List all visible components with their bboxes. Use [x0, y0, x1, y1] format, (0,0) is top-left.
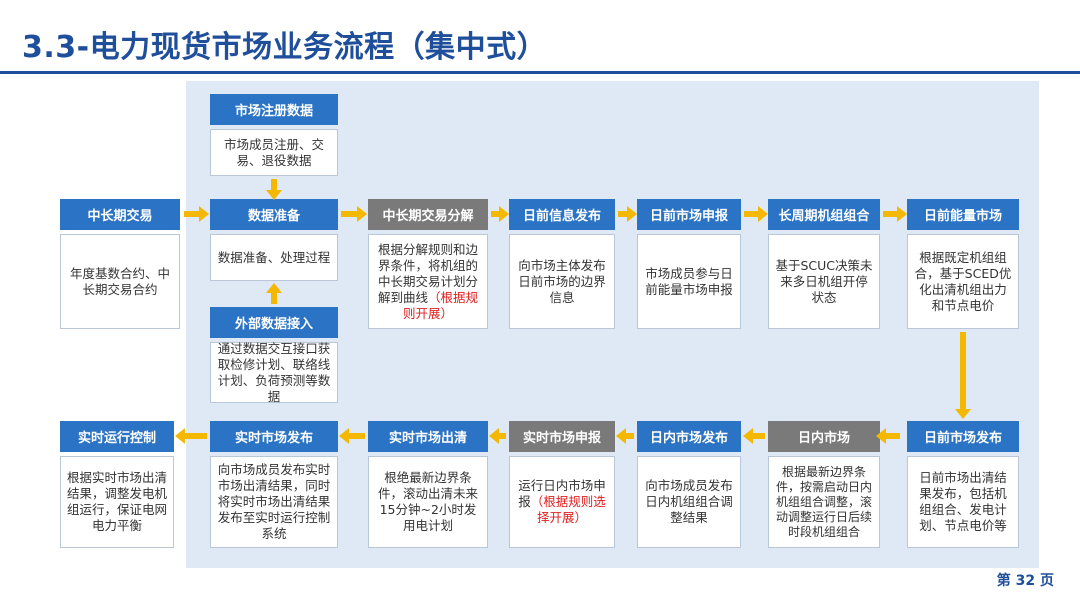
flow-arrow	[175, 428, 207, 444]
box-realtime-market-clearing: 实时市场出清 根绝最新边界条件，滚动出清未来15分钟~2小时发用电计划	[368, 421, 488, 548]
box-header: 日前信息发布	[509, 199, 615, 230]
flow-arrow	[341, 206, 367, 222]
rule-note: （根据规则选择开展）	[530, 494, 606, 525]
box-header: 日内市场	[768, 421, 880, 452]
box-day-ahead-energy-market: 日前能量市场 根据既定机组组合，基于SCED优化出清机组出力和节点电价	[907, 199, 1019, 329]
box-market-registration: 市场注册数据 市场成员注册、交易、退役数据	[210, 94, 338, 176]
flow-arrow	[491, 206, 509, 222]
box-external-data: 外部数据接入 通过数据交互接口获取检修计划、联络线计划、负荷预测等数据	[210, 307, 338, 404]
flow-arrow	[618, 206, 637, 222]
flow-arrow	[955, 332, 971, 419]
box-mid-long-term-trading: 中长期交易 年度基数合约、中长期交易合约	[60, 199, 180, 329]
flow-arrow	[266, 179, 282, 200]
box-header: 市场注册数据	[210, 94, 338, 125]
flow-arrow	[339, 428, 365, 444]
flow-arrow	[876, 428, 900, 444]
box-intraday-market-release: 日内市场发布 向市场成员发布日内机组组合调整结果	[637, 421, 741, 548]
box-header: 中长期交易分解	[368, 199, 488, 230]
box-realtime-market-bidding: 实时市场申报 运行日内市场申报（根据规则选择开展）	[509, 421, 615, 548]
box-body: 市场成员参与日前能量市场申报	[637, 234, 741, 329]
flow-arrow	[616, 428, 634, 444]
flow-arrow	[266, 283, 282, 304]
box-body: 基于SCUC决策未来多日机组开停状态	[768, 234, 880, 329]
flow-arrow	[743, 428, 765, 444]
box-header: 实时市场出清	[368, 421, 488, 452]
box-header: 实时市场发布	[210, 421, 338, 452]
box-mid-long-term-decomposition: 中长期交易分解 根据分解规则和边界条件，将机组的中长期交易计划分解到曲线（根据规…	[368, 199, 488, 329]
box-realtime-operation-control: 实时运行控制 根据实时市场出清结果，调整发电机组运行，保证电网电力平衡	[60, 421, 174, 548]
box-body: 根绝最新边界条件，滚动出清未来15分钟~2小时发用电计划	[368, 456, 488, 548]
box-body: 向市场主体发布日前市场的边界信息	[509, 234, 615, 329]
box-header: 数据准备	[210, 199, 338, 230]
box-realtime-market-release: 实时市场发布 向市场成员发布实时市场出清结果，同时将实时市场出清结果发布至实时运…	[210, 421, 338, 548]
box-header: 外部数据接入	[210, 307, 338, 338]
box-intraday-market: 日内市场 根据最新边界条件，按需启动日内机组组合调整，滚动调整运行日后续时段机组…	[768, 421, 880, 548]
flow-arrow	[184, 206, 209, 222]
page-number: 第 32 页	[996, 573, 1054, 589]
box-body: 向市场成员发布日内机组组合调整结果	[637, 456, 741, 548]
box-body: 年度基数合约、中长期交易合约	[60, 234, 180, 329]
box-header: 长周期机组组合	[768, 199, 880, 230]
box-day-ahead-info-release: 日前信息发布 向市场主体发布日前市场的边界信息	[509, 199, 615, 329]
box-body: 根据最新边界条件，按需启动日内机组组合调整，滚动调整运行日后续时段机组组合	[768, 456, 880, 548]
box-body: 市场成员注册、交易、退役数据	[210, 129, 338, 176]
box-data-preparation: 数据准备 数据准备、处理过程	[210, 199, 338, 281]
box-header: 日前能量市场	[907, 199, 1019, 230]
box-header: 日前市场申报	[637, 199, 741, 230]
box-body: 根据既定机组组合，基于SCED优化出清机组出力和节点电价	[907, 234, 1019, 329]
box-day-ahead-bidding: 日前市场申报 市场成员参与日前能量市场申报	[637, 199, 741, 329]
box-body: 运行日内市场申报（根据规则选择开展）	[509, 456, 615, 548]
box-body: 通过数据交互接口获取检修计划、联络线计划、负荷预测等数据	[210, 341, 338, 404]
box-day-ahead-market-release: 日前市场发布 日前市场出清结果发布，包括机组组合、发电计划、节点电价等	[907, 421, 1019, 548]
box-header: 实时市场申报	[509, 421, 615, 452]
box-header: 日前市场发布	[907, 421, 1019, 452]
title-underline	[0, 71, 1080, 74]
box-header: 中长期交易	[60, 199, 180, 230]
box-body: 根据分解规则和边界条件，将机组的中长期交易计划分解到曲线（根据规则开展）	[368, 234, 488, 329]
flow-arrow	[744, 206, 768, 222]
flow-arrow	[489, 428, 506, 444]
box-header: 日内市场发布	[637, 421, 741, 452]
box-body: 向市场成员发布实时市场出清结果，同时将实时市场出清结果发布至实时运行控制系统	[210, 456, 338, 548]
box-body: 日前市场出清结果发布，包括机组组合、发电计划、节点电价等	[907, 456, 1019, 548]
rule-note: （根据规则开展）	[402, 289, 479, 321]
box-body: 根据实时市场出清结果，调整发电机组运行，保证电网电力平衡	[60, 456, 174, 548]
box-header: 实时运行控制	[60, 421, 174, 452]
page-title: 3.3-电力现货市场业务流程（集中式）	[22, 30, 548, 65]
flow-arrow	[883, 206, 907, 222]
box-body: 数据准备、处理过程	[210, 234, 338, 281]
box-long-cycle-unit-commitment: 长周期机组组合 基于SCUC决策未来多日机组开停状态	[768, 199, 880, 329]
